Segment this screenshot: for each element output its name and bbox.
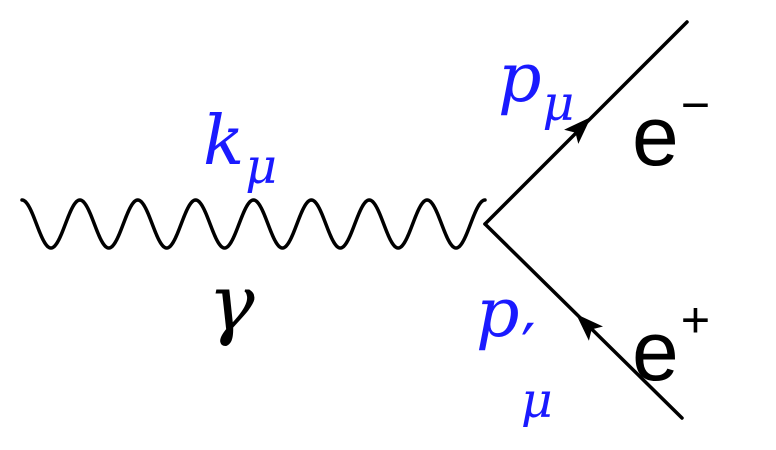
electron-momentum-label: pμ bbox=[498, 45, 574, 129]
electron-momentum-base: p bbox=[498, 39, 542, 118]
photon-name-label: γ bbox=[208, 259, 255, 349]
photon-momentum-label: kμ bbox=[203, 108, 277, 192]
photon-momentum-base: k bbox=[203, 102, 245, 181]
photon-momentum-sub: μ bbox=[245, 137, 278, 195]
positron-charge: + bbox=[680, 291, 711, 348]
electron-momentum-sub: μ bbox=[542, 74, 575, 132]
positron-momentum-script: ′μ bbox=[520, 311, 553, 430]
positron-momentum-sub: μ bbox=[520, 372, 553, 430]
photon-wavy-line bbox=[20, 198, 487, 250]
electron-charge: − bbox=[680, 76, 711, 133]
positron-momentum-prime: ′ bbox=[520, 311, 536, 386]
positron-base: e bbox=[632, 303, 679, 398]
electron-arrow-icon bbox=[564, 117, 591, 144]
positron-label: e+ bbox=[632, 291, 711, 393]
electron-label: e− bbox=[632, 76, 711, 178]
positron-arrow-icon bbox=[576, 314, 603, 341]
positron-momentum-base: p bbox=[476, 274, 520, 353]
electron-base: e bbox=[632, 88, 679, 183]
positron-momentum-label: p′μ bbox=[476, 280, 553, 430]
